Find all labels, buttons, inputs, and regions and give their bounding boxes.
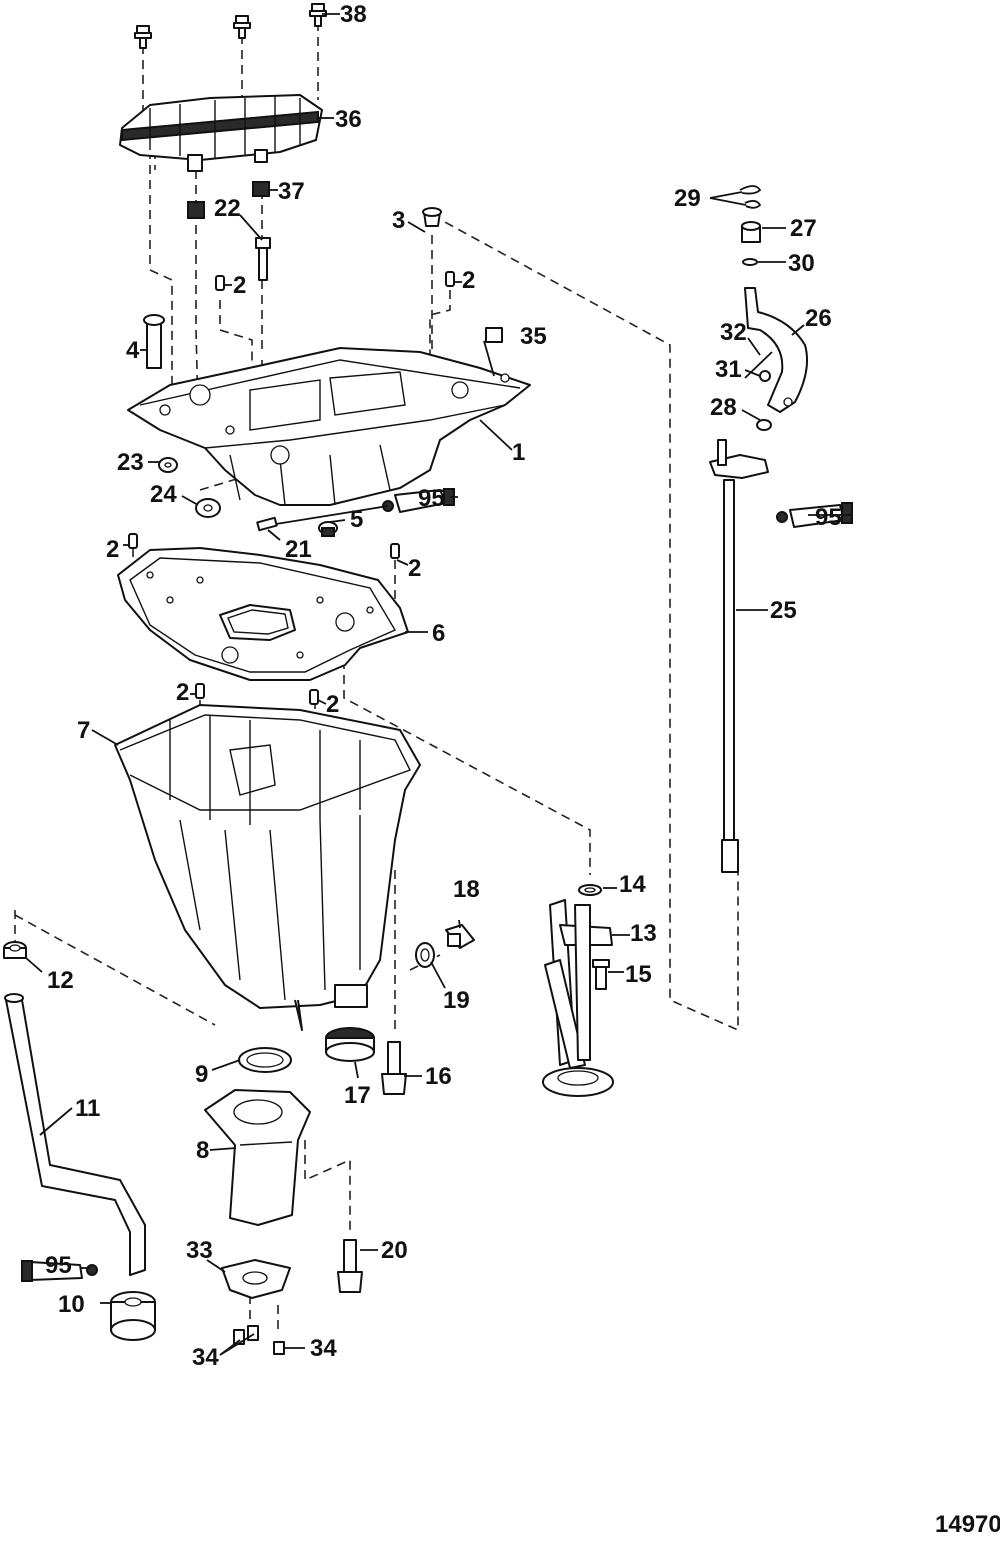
seal-9	[238, 1047, 292, 1073]
adapter-plate-1	[127, 347, 531, 506]
oil-pickup-13	[542, 899, 614, 1097]
washer-14	[578, 884, 602, 896]
callout-95-right: 95	[815, 504, 842, 531]
bolt-22	[255, 237, 271, 281]
callout-37: 37	[278, 178, 305, 205]
callout-38: 38	[340, 1, 367, 28]
callout-15: 15	[625, 961, 652, 988]
callout-6: 6	[432, 620, 445, 647]
callout-11: 11	[75, 1095, 100, 1122]
callout-23: 23	[117, 449, 144, 476]
tube-11	[4, 993, 146, 1276]
lever-26	[744, 287, 808, 413]
callout-3: 3	[392, 207, 405, 234]
callout-18: 18	[453, 876, 480, 903]
callout-10: 10	[58, 1291, 85, 1318]
callout-8: 8	[196, 1137, 209, 1164]
callout-21: 21	[285, 536, 312, 563]
callout-5: 5	[350, 506, 363, 533]
bushing-27	[741, 221, 761, 243]
callout-36: 36	[335, 106, 362, 133]
callout-95-lower: 95	[45, 1252, 72, 1279]
washer-19	[415, 942, 435, 968]
callout-25: 25	[770, 597, 797, 624]
callout-30: 30	[788, 250, 815, 277]
callout-17: 17	[344, 1082, 371, 1109]
sleeve-4	[143, 314, 165, 369]
bolt-38-group	[134, 3, 327, 49]
housing-8	[204, 1089, 311, 1226]
callout-2-b: 2	[462, 267, 475, 294]
clip-29	[739, 185, 762, 209]
callout-35: 35	[520, 323, 547, 350]
figure-id: 14970	[935, 1511, 1000, 1538]
callout-33: 33	[186, 1237, 213, 1264]
lubricant-tube-95-right	[776, 502, 853, 528]
callout-34-b: 34	[310, 1335, 337, 1362]
gasket-33	[221, 1259, 291, 1299]
callout-1: 1	[512, 439, 525, 466]
bolt-15	[592, 959, 610, 990]
pin-21	[256, 516, 278, 532]
callout-labels: 38 36 37 22 3 2 2 4 35 1 23 24 95 5 21 2…	[45, 1, 1000, 1538]
callout-22: 22	[214, 195, 241, 222]
nut-24	[195, 498, 221, 518]
callout-19: 19	[443, 987, 470, 1014]
callout-20: 20	[381, 1237, 408, 1264]
nut-28	[756, 419, 772, 431]
callout-27: 27	[790, 215, 817, 242]
grommet-12	[3, 941, 27, 959]
bolt-16	[381, 1041, 407, 1095]
callout-2-e: 2	[176, 679, 189, 706]
callout-12: 12	[47, 967, 74, 994]
callout-4: 4	[126, 337, 140, 364]
cushion-10	[110, 1291, 156, 1341]
callout-9: 9	[195, 1061, 208, 1088]
callout-34-a: 34	[192, 1344, 219, 1371]
cover-36	[119, 94, 323, 172]
grommet-3	[422, 207, 442, 227]
nut-23	[158, 457, 178, 473]
callout-14: 14	[619, 871, 646, 898]
callout-2-f: 2	[326, 691, 339, 718]
callout-13: 13	[630, 920, 657, 947]
callout-2-d: 2	[408, 555, 421, 582]
dowel-pin-group	[128, 271, 455, 705]
part-35-box	[485, 327, 503, 343]
callout-7: 7	[77, 717, 90, 744]
callout-32: 32	[720, 319, 747, 346]
callout-26: 26	[805, 305, 832, 332]
seal-17	[325, 1027, 375, 1062]
assembly-guide-lines	[14, 22, 739, 1330]
callout-31: 31	[715, 356, 742, 383]
washer-30	[742, 258, 758, 266]
screw-34-group	[233, 1325, 285, 1355]
callout-95-upper: 95	[418, 485, 445, 512]
callout-29: 29	[674, 185, 701, 212]
plug-18	[445, 924, 475, 949]
callout-24: 24	[150, 481, 177, 508]
screw-31	[744, 351, 773, 382]
bolt-20	[337, 1239, 363, 1293]
lubricant-tube-95-lower	[21, 1260, 98, 1282]
plug-5	[318, 521, 338, 537]
leader-lines	[25, 13, 852, 1356]
shift-shaft-25	[709, 439, 769, 873]
callout-16: 16	[425, 1063, 452, 1090]
spring-37-group	[187, 181, 270, 219]
oil-pan-7	[114, 704, 421, 1031]
callout-2-c: 2	[106, 536, 119, 563]
callout-2-a: 2	[233, 272, 246, 299]
callout-28: 28	[710, 394, 737, 421]
gasket-6	[117, 547, 409, 681]
